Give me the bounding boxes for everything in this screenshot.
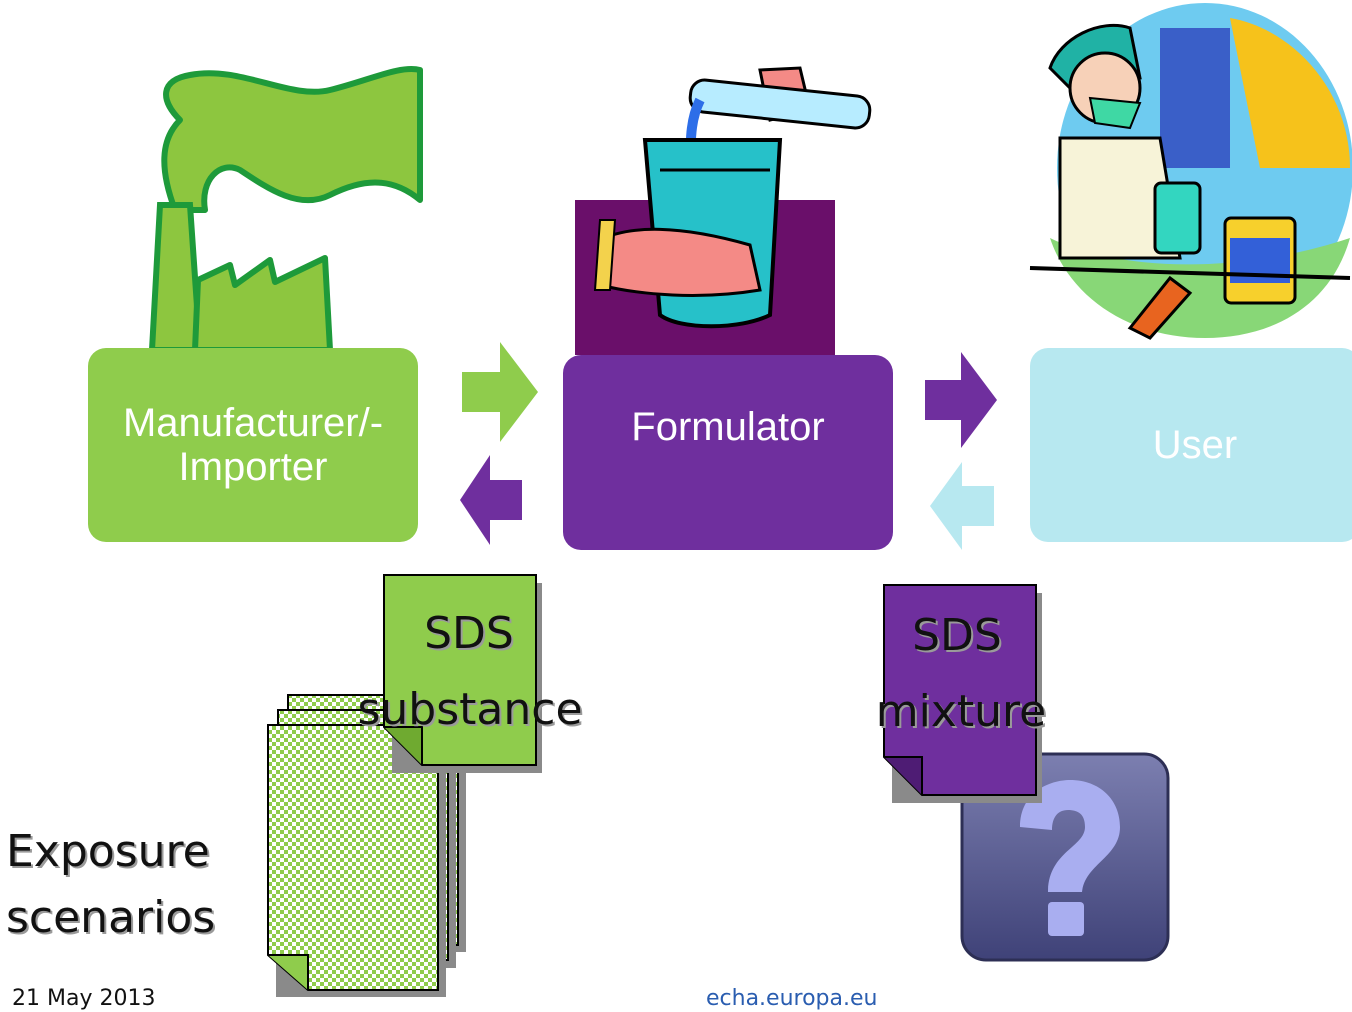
- painter-worker-icon: [1029, 3, 1352, 340]
- arrow-left-lightblue: [930, 462, 994, 550]
- exposure-scenarios-line1: Exposure: [6, 826, 210, 877]
- sds-substance-doc: [383, 574, 542, 773]
- sds-mixture-subtitle: mixture: [875, 686, 1047, 737]
- sds-mixture-doc: [883, 584, 1042, 803]
- lab-beaker-icon: [575, 66, 872, 355]
- arrow-right-green: [462, 342, 538, 442]
- formulator-box: Formulator: [563, 355, 893, 550]
- arrow-right-purple: [925, 352, 997, 448]
- arrow-left-purple: [460, 455, 522, 545]
- exposure-scenario-docs: [267, 694, 466, 997]
- exposure-scenarios-line2: scenarios: [6, 892, 216, 943]
- sds-substance-title: SDS: [424, 608, 514, 659]
- user-label: User: [1152, 423, 1238, 467]
- factory-icon: [148, 66, 423, 353]
- user-box: User: [1030, 348, 1352, 542]
- manufacturer-importer-box: Manufacturer/- Importer: [88, 348, 418, 542]
- footer-url[interactable]: echa.europa.eu: [706, 986, 878, 1011]
- question-mark-icon: [960, 752, 1170, 962]
- footer-date: 21 May 2013: [12, 986, 156, 1011]
- formulator-label: Formulator: [631, 405, 825, 449]
- sds-substance-subtitle: substance: [357, 684, 583, 735]
- manufacturer-importer-label: Manufacturer/- Importer: [122, 401, 384, 489]
- sds-mixture-title: SDS: [912, 610, 1002, 661]
